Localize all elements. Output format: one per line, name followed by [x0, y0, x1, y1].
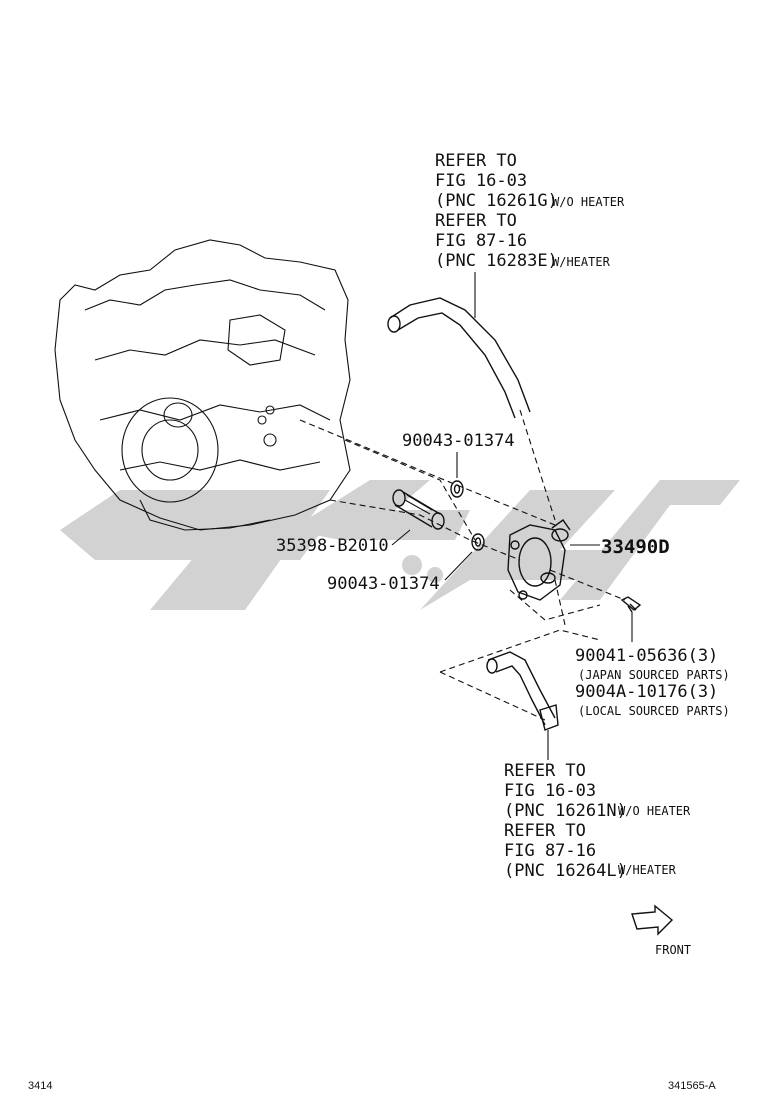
- footer-diagram-code: 341565-A: [668, 1080, 716, 1092]
- label-gasket-top: 90043-01374: [402, 431, 515, 451]
- top-ref-line1: REFER TO: [435, 151, 517, 171]
- bottom-ref-note6: W/HEATER: [618, 863, 677, 877]
- bottom-ref-line4: REFER TO: [504, 821, 586, 841]
- watermark-logo: [60, 480, 740, 610]
- footer-page-number: 3414: [28, 1080, 52, 1092]
- top-ref-note3: W/O HEATER: [552, 195, 625, 209]
- top-ref-line5: FIG 87-16: [435, 231, 527, 251]
- label-oil-cooler: 33490D: [601, 536, 670, 558]
- union-pipe: [391, 489, 445, 546]
- bottom-ref-line3: (PNC 16261N): [504, 801, 627, 821]
- top-ref-line3: (PNC 16261G): [435, 191, 558, 211]
- top-ref-note6: W/HEATER: [552, 255, 611, 269]
- label-bolt-local: 9004A-10176(3): [575, 682, 718, 702]
- oil-cooler: [507, 519, 600, 601]
- lower-hose: [486, 651, 559, 760]
- alignment-lines: [299, 409, 626, 721]
- bottom-reference-block: REFER TO FIG 16-03 (PNC 16261N) W/O HEAT…: [504, 761, 691, 881]
- bottom-ref-line6: (PNC 16264L): [504, 861, 627, 881]
- label-bolt-japan: 90041-05636(3): [575, 646, 718, 666]
- front-label: FRONT: [655, 943, 691, 957]
- gasket-top: [450, 452, 464, 498]
- bottom-ref-line2: FIG 16-03: [504, 781, 596, 801]
- label-bolt-local-note: (LOCAL SOURCED PARTS): [578, 704, 730, 718]
- top-ref-line6: (PNC 16283E): [435, 251, 558, 271]
- front-arrow-icon: [631, 904, 674, 936]
- label-gasket-bottom: 90043-01374: [327, 574, 440, 594]
- top-reference-block: REFER TO FIG 16-03 (PNC 16261G) W/O HEAT…: [435, 151, 625, 271]
- transaxle-assembly: [54, 239, 351, 531]
- label-union-pipe: 35398-B2010: [276, 536, 389, 556]
- gasket-bottom: [444, 533, 485, 581]
- label-bolt-japan-note: (JAPAN SOURCED PARTS): [578, 668, 730, 682]
- top-ref-line4: REFER TO: [435, 211, 517, 231]
- bottom-ref-line5: FIG 87-16: [504, 841, 596, 861]
- bolt: [620, 596, 642, 642]
- bottom-ref-line1: REFER TO: [504, 761, 586, 781]
- upper-hose: [387, 272, 531, 419]
- top-ref-line2: FIG 16-03: [435, 171, 527, 191]
- bottom-ref-note3: W/O HEATER: [618, 804, 691, 818]
